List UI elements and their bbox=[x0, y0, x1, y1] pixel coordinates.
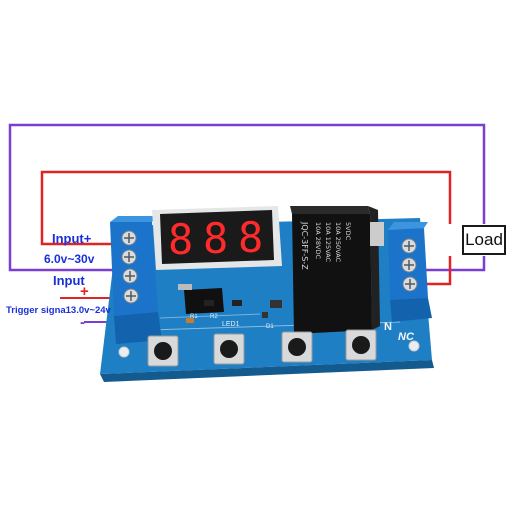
label-trigger: Trigger signa13.0v~24v bbox=[6, 305, 111, 316]
label-input: Input bbox=[53, 273, 85, 288]
smd-component bbox=[186, 318, 194, 323]
push-button bbox=[345, 329, 377, 361]
push-button bbox=[147, 335, 179, 367]
smd-component bbox=[204, 300, 214, 306]
relay-text-line: JQC-3FF-S-Z bbox=[300, 221, 309, 270]
relay-text-line: 5VDC bbox=[344, 222, 352, 241]
label-voltage-range: 6.0v~30v bbox=[44, 252, 95, 266]
silk-led1: LED1 bbox=[222, 321, 240, 328]
push-button bbox=[213, 333, 245, 365]
relay-text-line: 10A 250VAC bbox=[334, 222, 342, 263]
relay-text-line: 10A 125VAC bbox=[324, 222, 332, 263]
display-digit: 8 bbox=[168, 215, 193, 264]
red-wire bbox=[40, 170, 452, 246]
left-terminal-block bbox=[110, 216, 162, 344]
silk-r2: R2 bbox=[210, 314, 218, 320]
silk-r1: R1 bbox=[190, 314, 198, 320]
mount-hole bbox=[118, 346, 130, 358]
mount-hole bbox=[408, 340, 420, 352]
purple-wire bbox=[8, 123, 486, 272]
label-minus-sign: - bbox=[80, 314, 85, 331]
label-input-plus: Input+ bbox=[52, 231, 92, 246]
smd-component bbox=[270, 300, 282, 308]
smd-component bbox=[232, 300, 242, 306]
smd-component bbox=[262, 312, 268, 318]
display-digit: 8 bbox=[203, 214, 228, 263]
right-terminal-block bbox=[388, 222, 432, 322]
push-button bbox=[281, 331, 313, 363]
silk-d1: D1 bbox=[266, 324, 274, 330]
display-digit: 8 bbox=[238, 213, 263, 262]
seven-segment-display: 8 8 8 bbox=[152, 206, 282, 270]
label-plus-sign: + bbox=[80, 283, 89, 300]
silk-nc: NC bbox=[398, 331, 415, 343]
silk-no: N bbox=[384, 321, 392, 333]
relay-text-line: 10A 28VDC bbox=[314, 222, 322, 260]
load-box: Load bbox=[462, 225, 506, 255]
label-load: Load bbox=[465, 230, 503, 249]
purple-wire-return bbox=[410, 256, 486, 272]
